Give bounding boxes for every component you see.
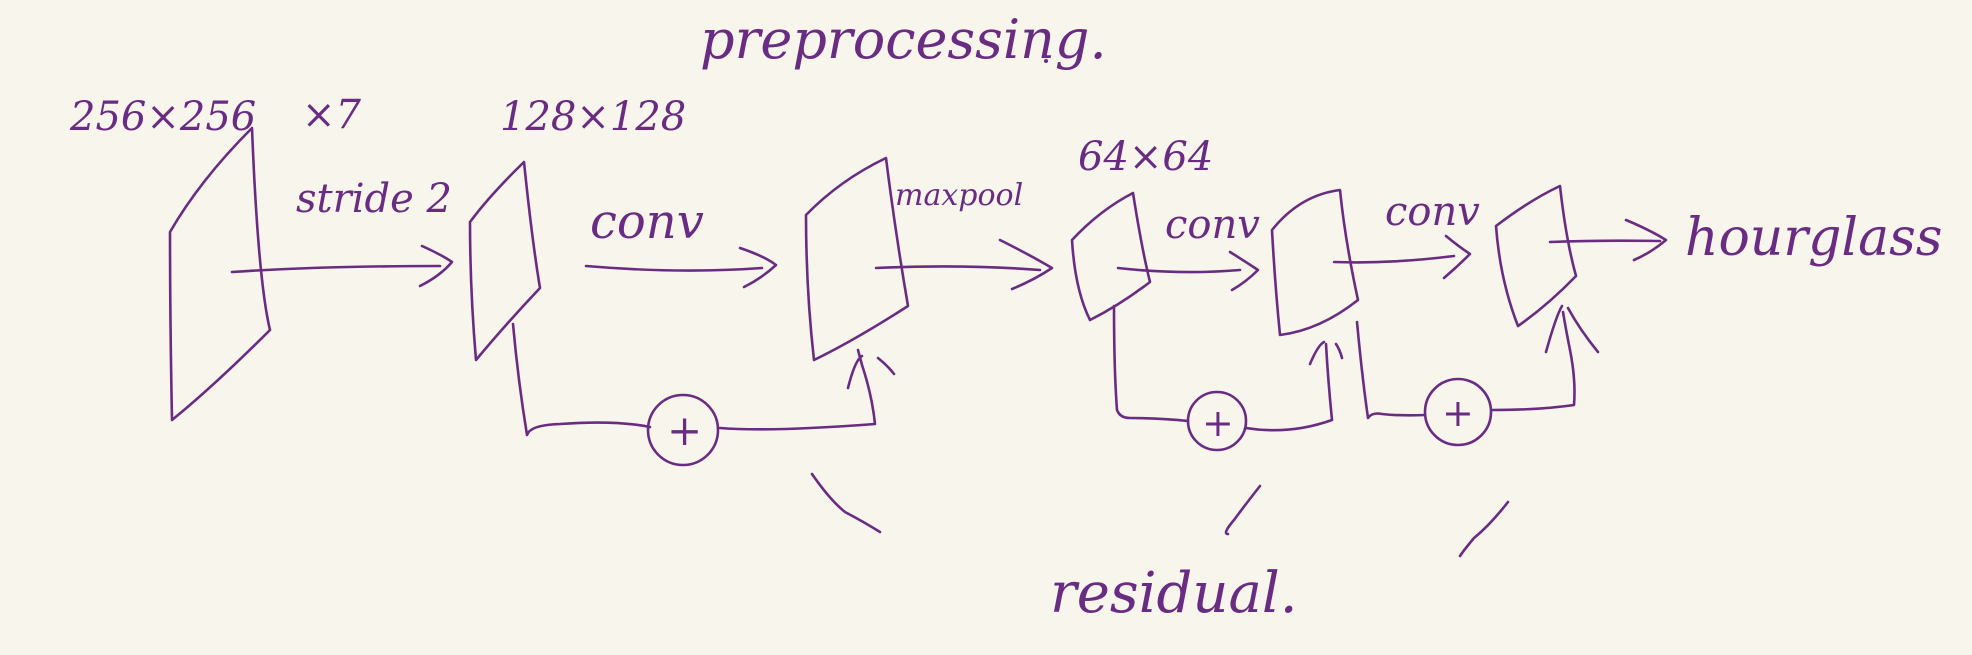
plane-after-conv [804,156,910,362]
arrow-stride [230,244,454,288]
preprocessing-title: preprocessing. [700,8,1107,71]
stride-label: stride 2 [296,176,452,222]
add-symbol-1: + [667,406,702,455]
arrow-maxpool [874,238,1054,291]
arrow-conv-3 [1332,234,1472,280]
plane-after-conv-3 [1494,184,1578,328]
residual-add-node-2: + [1186,390,1248,452]
maxpool-label: maxpool [895,178,1023,213]
arrow-conv-2 [1116,250,1260,292]
conv-label-3: conv [1385,189,1480,235]
arrow-to-hourglass [1548,218,1668,262]
size-64-label: 64×64 [1078,134,1213,180]
residual-bracket-right [1458,500,1510,558]
add-symbol-2: + [1202,401,1234,445]
conv-label-1: conv [590,194,704,250]
plane-64 [1070,191,1152,322]
residual-add-node-3: + [1423,377,1493,447]
plane-128 [468,160,542,362]
title-period-dot [1044,59,1048,63]
arrow-conv-1 [584,246,778,289]
residual-path-2 [1112,304,1344,432]
add-symbol-3: + [1442,391,1474,435]
residual-path-1 [511,322,896,437]
residual-bracket-mid [1224,484,1262,536]
residual-path-3 [1355,304,1600,420]
conv-label-2: conv [1165,202,1260,248]
plane-after-conv-2 [1270,188,1360,337]
size-128-label: 128×128 [500,94,686,140]
residual-add-node-1: + [646,393,720,467]
input-plane [168,126,272,422]
residual-bracket-left [810,472,882,534]
channel-mult-label: ×7 [302,92,362,138]
input-size-label: 256×256 [69,94,256,140]
hourglass-label: hourglass [1685,208,1942,268]
residual-label: residual. [1050,561,1298,626]
